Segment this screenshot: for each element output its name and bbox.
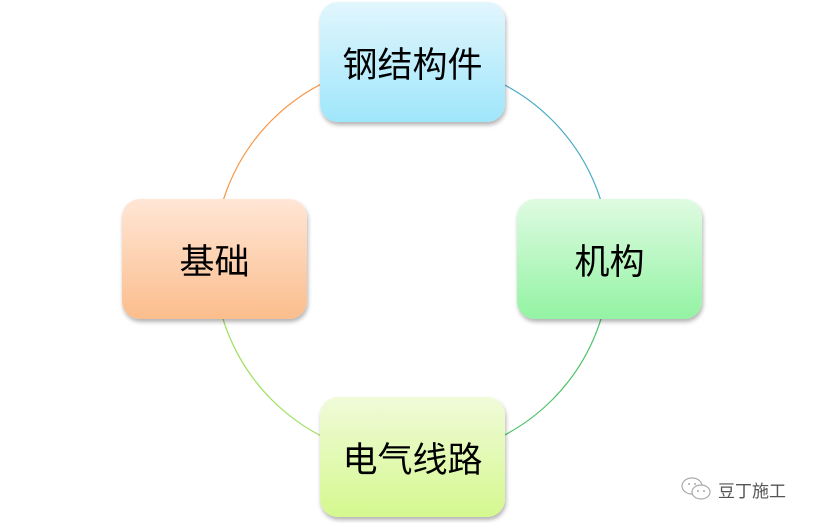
node-label: 机构 (574, 242, 645, 283)
node-label: 钢结构件 (342, 45, 483, 86)
watermark: 豆丁施工 (680, 476, 786, 502)
watermark-text: 豆丁施工 (718, 481, 786, 502)
node-electrical-wiring: 电气线路 (320, 397, 505, 517)
wechat-icon (681, 477, 711, 500)
node-label: 电气线路 (342, 440, 483, 481)
node-label: 基础 (179, 242, 250, 283)
node-mechanism: 机构 (517, 199, 702, 319)
node-foundation: 基础 (122, 199, 307, 319)
node-steel-structure: 钢结构件 (320, 2, 505, 122)
